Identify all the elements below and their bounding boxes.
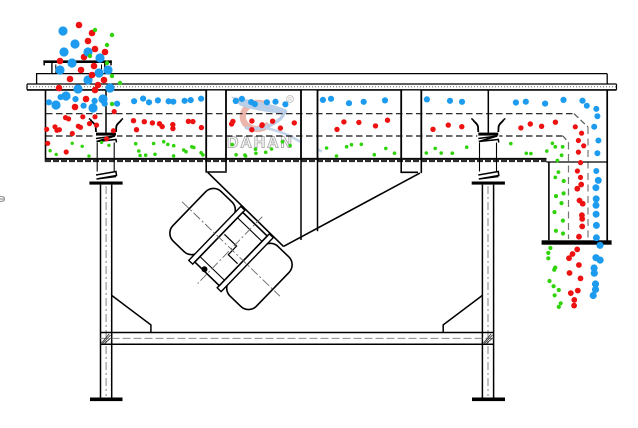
svg-text:R: R bbox=[288, 97, 292, 103]
svg-text:DAHAN: DAHAN bbox=[227, 135, 294, 152]
